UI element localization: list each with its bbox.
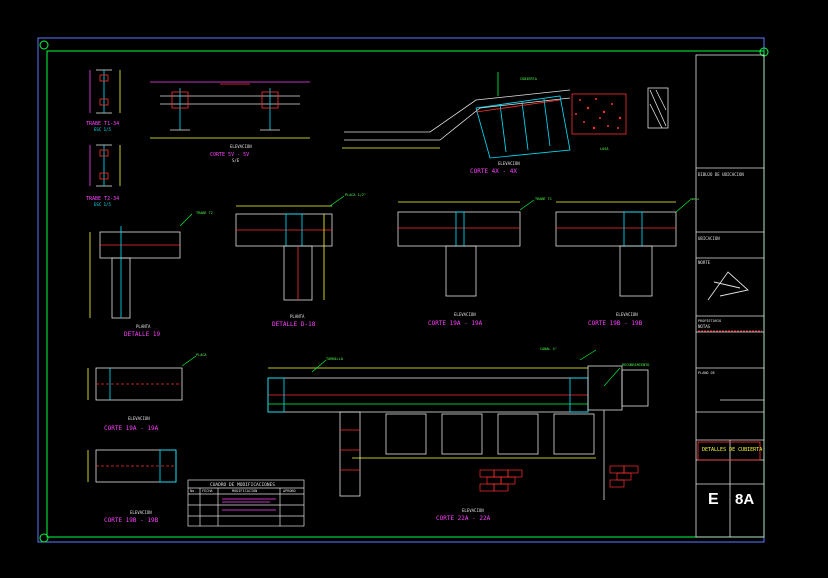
corte-22a-title: CORTE 22A - 22A bbox=[436, 515, 491, 522]
svg-text:ANCLA: ANCLA bbox=[690, 197, 699, 201]
title-plano-line1: PLANO DE bbox=[698, 371, 715, 375]
corner-marker-bl bbox=[39, 533, 49, 543]
inner-frame bbox=[46, 50, 765, 538]
corte-5v-drawing bbox=[150, 81, 310, 139]
svg-text:RECUBRIMIENTO: RECUBRIMIENTO bbox=[622, 363, 649, 367]
detalle-d18-title: DETALLE D-18 bbox=[272, 321, 316, 328]
corte-5v-label: ELEVACION bbox=[230, 144, 252, 149]
annotation-texts: PLACA 1/2" TRABE T1 ANCLA RECUBRIMIENTO … bbox=[196, 77, 699, 367]
gravel-fill bbox=[575, 98, 622, 130]
annotation-leaders bbox=[179, 195, 691, 387]
corte-19b-left-label: ELEVACION bbox=[130, 510, 152, 515]
corte-19a-mid-drawing bbox=[397, 201, 521, 297]
modifications-table-title: CUADRO DE MODIFICACIONES bbox=[210, 482, 275, 488]
title-norte: NORTE bbox=[698, 260, 711, 265]
svg-text:TRABE T2: TRABE T2 bbox=[196, 211, 213, 215]
title-propietario: PROPIETARIO bbox=[698, 319, 721, 323]
trabe-t1-scale: ESC 1/5 bbox=[94, 127, 111, 132]
trabe-t2-section bbox=[89, 144, 121, 187]
north-arrow-icon bbox=[707, 271, 749, 301]
corte-19a-mid-title: CORTE 19A - 19A bbox=[428, 320, 483, 327]
title-block bbox=[695, 54, 765, 538]
corte-22a-drawing bbox=[267, 365, 649, 500]
corte-4x-title: CORTE 4X - 4X bbox=[470, 168, 517, 175]
detalle-19-drawing bbox=[89, 226, 181, 319]
svg-text:PLACA: PLACA bbox=[196, 353, 207, 357]
corte-19a-left-drawing bbox=[87, 367, 183, 401]
title-plano-name: DETALLES DE CUBIERTA bbox=[702, 447, 762, 453]
title-notas: NOTAS bbox=[698, 324, 711, 329]
detalle-19-planta: PLANTA bbox=[136, 324, 151, 329]
detalle-19-title: DETALLE 19 bbox=[124, 331, 161, 338]
trabe-t2-scale: ESC 1/5 bbox=[94, 202, 111, 207]
svg-text:TORNILLO: TORNILLO bbox=[326, 357, 343, 361]
title-plano-box bbox=[697, 441, 761, 461]
corte-5v-title: CORTE 5V - 5V bbox=[210, 152, 249, 158]
modifications-table bbox=[187, 479, 305, 527]
corte-19b-left-drawing bbox=[87, 449, 177, 483]
corner-marker-tl bbox=[39, 40, 49, 50]
detalle-d18-planta: PLANTA bbox=[290, 314, 305, 319]
corte-5v-scale: S/E bbox=[232, 158, 240, 163]
corte-19b-mid-label: ELEVACION bbox=[616, 312, 638, 317]
title-sheet-letter: E bbox=[708, 491, 719, 508]
trabe-t2-title: TRABE T2-34 bbox=[86, 196, 119, 202]
corte-19a-left-title: CORTE 19A - 19A bbox=[104, 425, 159, 432]
corte-19a-mid-label: ELEVACION bbox=[454, 312, 476, 317]
svg-text:PLACA 1/2": PLACA 1/2" bbox=[345, 193, 366, 197]
corte-19a-left-label: ELEVACION bbox=[128, 416, 150, 421]
svg-text:TRABE T1: TRABE T1 bbox=[535, 197, 552, 201]
title-sheet-number: 8A bbox=[735, 491, 754, 508]
detalle-d18-drawing bbox=[235, 205, 333, 301]
table-header-fecha: FECHA bbox=[202, 489, 213, 493]
brick-hatch bbox=[479, 465, 639, 492]
corte-19b-left-title: CORTE 19B - 19B bbox=[104, 517, 159, 524]
corte-19b-mid-drawing bbox=[555, 201, 677, 297]
title-ubicacion: UBICACION bbox=[698, 236, 720, 241]
table-entry-lines bbox=[222, 498, 276, 511]
corte-22a-label: ELEVACION bbox=[462, 508, 484, 513]
table-header-modificacion: MODIFICACION bbox=[232, 489, 257, 493]
trabe-t1-title: TRABE T1-34 bbox=[86, 121, 119, 127]
svg-text:LOSA: LOSA bbox=[600, 147, 609, 151]
corte-4x-label: ELEVACION bbox=[498, 161, 520, 166]
svg-text:CANAL 4": CANAL 4" bbox=[540, 347, 557, 351]
svg-text:CUBIERTA: CUBIERTA bbox=[520, 77, 538, 81]
corte-4x-drawing bbox=[342, 72, 669, 159]
table-header-no: No. bbox=[190, 489, 196, 493]
corte-19b-mid-title: CORTE 19B - 19B bbox=[588, 320, 643, 327]
trabe-t1-section bbox=[89, 69, 121, 114]
title-dibujo-ubicacion: DIBUJO DE UBICACION bbox=[698, 172, 744, 177]
table-header-aprobo: APROBO bbox=[283, 489, 296, 493]
